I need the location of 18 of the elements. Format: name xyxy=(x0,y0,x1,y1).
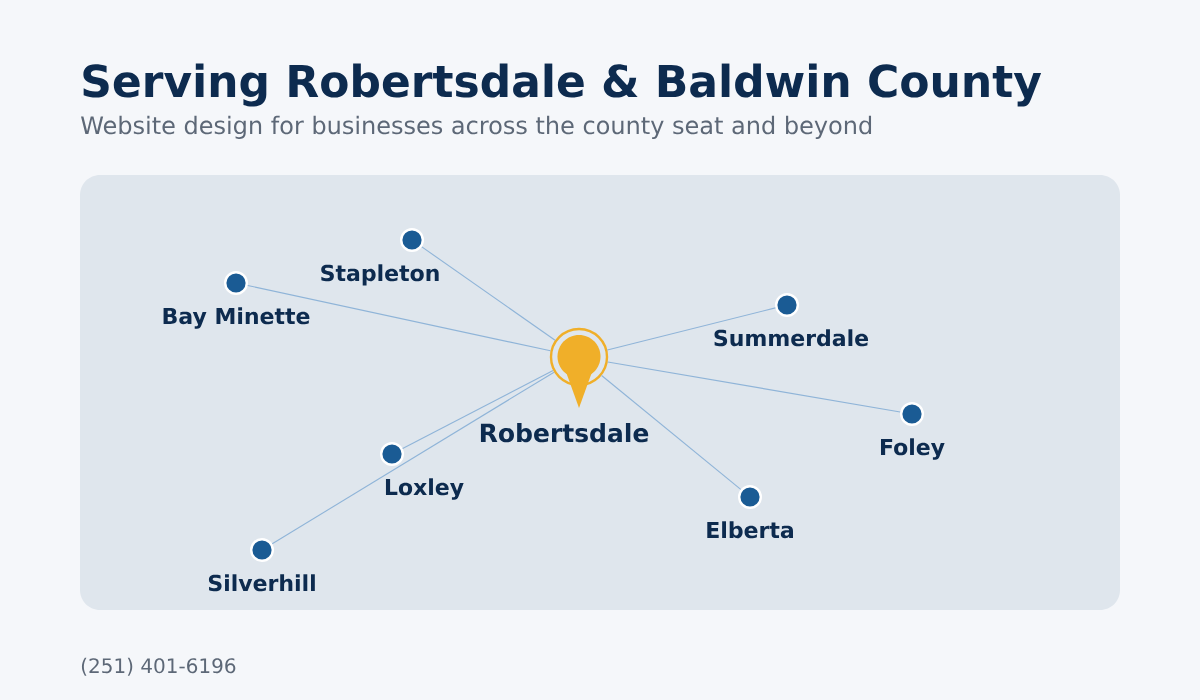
place-label: Elberta xyxy=(707,521,793,539)
title: Serving Robertsdale & Baldwin County xyxy=(83,63,1042,107)
connector-line xyxy=(271,371,555,545)
place-label: Summerdale xyxy=(714,329,869,347)
connector-line xyxy=(421,246,556,341)
connector-line xyxy=(607,361,901,413)
connector-line xyxy=(601,374,742,490)
connector-line xyxy=(606,307,776,351)
place-label: Robertsdale xyxy=(480,423,649,443)
connector-line xyxy=(247,284,551,352)
phone-number: (251) 401-6196 xyxy=(81,657,236,676)
connector-line xyxy=(402,369,554,450)
place-label: Stapleton xyxy=(321,264,439,286)
subtitle: Website design for businesses across the county seat and beyond xyxy=(81,115,872,139)
place-label: Loxley xyxy=(385,478,464,500)
place-label: Foley xyxy=(881,438,945,460)
place-label: Silverhill xyxy=(208,574,315,592)
place-label: Bay Minette xyxy=(163,307,310,329)
